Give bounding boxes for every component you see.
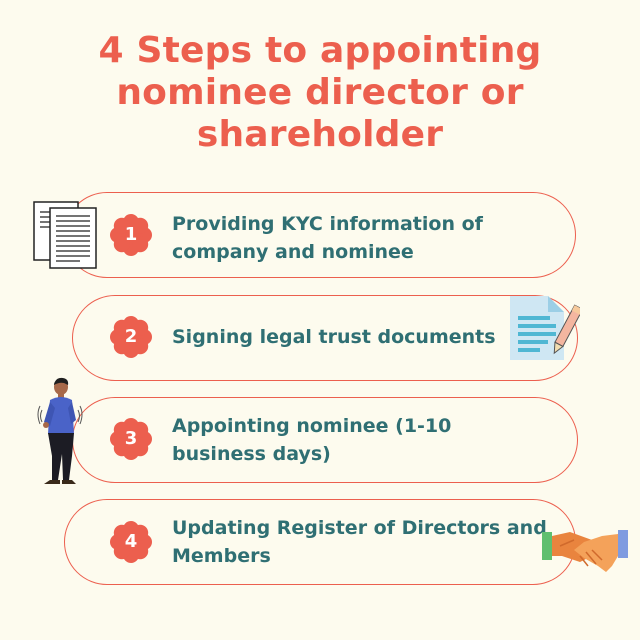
step-text-4: Updating Register of Directors and Membe… (172, 514, 547, 570)
step-text-1: Providing KYC information of company and… (172, 210, 483, 266)
step-number-badge-1: 1 (110, 214, 152, 256)
step-number-badge-4: 4 (110, 521, 152, 563)
step-card-2 (72, 295, 578, 381)
handshake-icon (540, 526, 632, 586)
page-title: 4 Steps to appointing nominee director o… (0, 30, 640, 156)
step-2-line-1: Signing legal trust documents (172, 326, 496, 348)
step-text-2: Signing legal trust documents (172, 323, 496, 351)
step-number-3: 3 (124, 428, 138, 449)
step-card-3 (72, 397, 578, 483)
step-3-line-2: business days) (172, 443, 331, 465)
documents-icon (32, 200, 102, 274)
title-line-2: nominee director or (116, 72, 524, 113)
step-4-line-1: Updating Register of Directors and (172, 517, 547, 539)
businessman-icon (36, 376, 86, 490)
step-text-3: Appointing nominee (1-10 business days) (172, 412, 451, 468)
title-line-3: shareholder (196, 114, 444, 155)
step-number-1: 1 (124, 224, 138, 245)
step-4-line-2: Members (172, 545, 271, 567)
step-1-line-2: company and nominee (172, 241, 414, 263)
contract-pen-icon (508, 294, 584, 368)
step-3-line-1: Appointing nominee (1-10 (172, 415, 452, 437)
step-number-4: 4 (124, 531, 138, 552)
step-number-2: 2 (124, 326, 138, 347)
step-1-line-1: Providing KYC information of (172, 213, 483, 235)
step-number-badge-2: 2 (110, 316, 152, 358)
title-line-1: 4 Steps to appointing (98, 30, 542, 71)
step-number-badge-3: 3 (110, 418, 152, 460)
